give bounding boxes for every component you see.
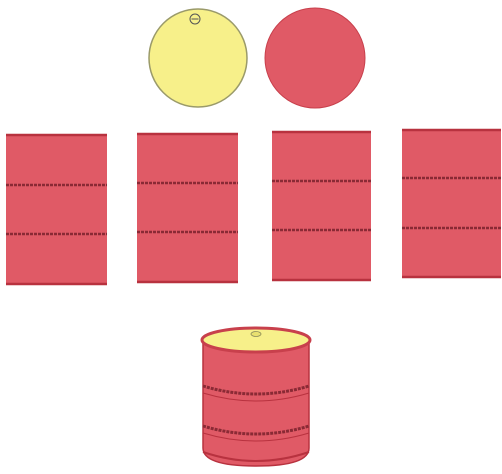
bottom-lid [265,8,365,108]
top-lid-disc [149,9,247,107]
drum-body [203,343,309,466]
bung-icon [190,14,200,24]
side-panel-4-body [402,129,501,278]
bottom-lid-disc [265,8,365,108]
side-panel-1-body [6,134,107,285]
top-lid [149,9,247,107]
side-panel-3 [272,131,371,281]
side-panel-2 [137,133,238,283]
side-panel-4 [402,129,501,278]
side-panel-2-body [137,133,238,283]
drum-barrel-icon [202,328,310,466]
side-panel-1 [6,134,107,285]
drum-bung-icon [251,332,261,337]
side-panel-3-body [272,131,371,281]
